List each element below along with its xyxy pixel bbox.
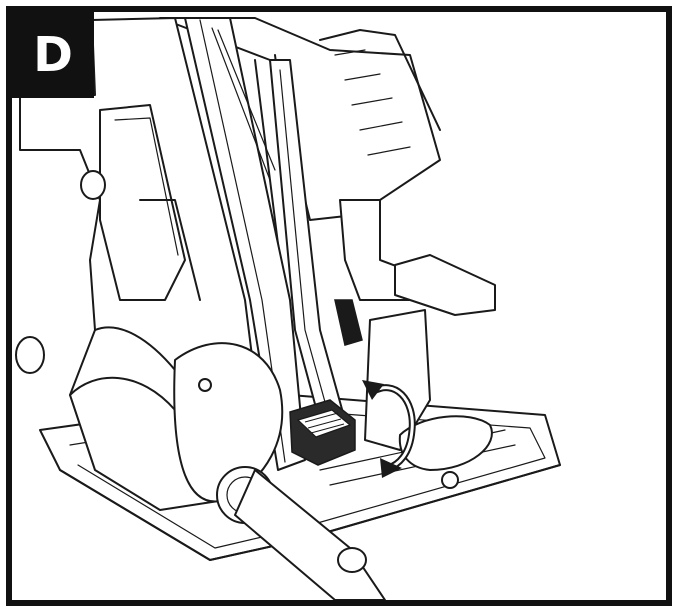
- saw-blade: [185, 18, 305, 470]
- figure-frame: [6, 6, 672, 606]
- bevel-lever: [290, 300, 362, 465]
- step-label: D: [12, 12, 94, 98]
- power-cord: [174, 343, 385, 600]
- rotation-arrow-icon: [362, 380, 412, 478]
